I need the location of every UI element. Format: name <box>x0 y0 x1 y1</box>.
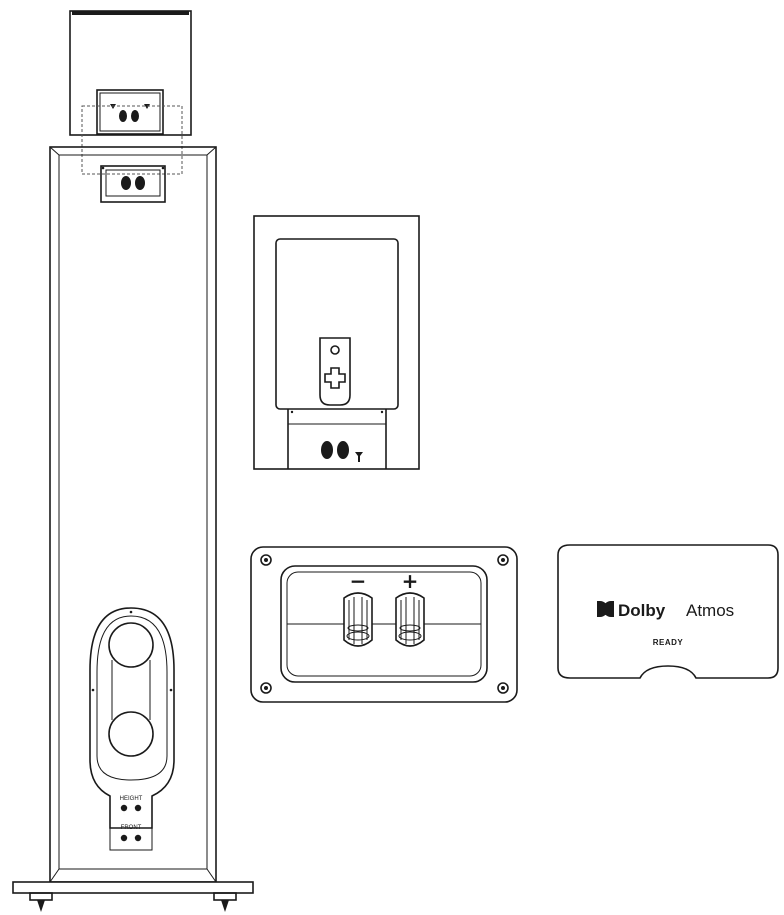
tower-top-terminal <box>100 165 166 203</box>
wall-mount-terminals <box>321 441 363 462</box>
wall-mount-detail <box>253 215 420 470</box>
plus-symbol: + <box>402 569 419 593</box>
minus-symbol: − <box>350 569 367 593</box>
corner-screws <box>260 554 509 694</box>
ready-status-text: READY <box>653 638 684 647</box>
dolby-brand-text: Dolby <box>618 601 666 620</box>
height-terminal-pair: HEIGHT <box>120 796 143 812</box>
height-module <box>69 10 192 175</box>
positive-binding-post <box>395 592 425 647</box>
keyhole-bracket <box>319 337 351 406</box>
dual-port-panel <box>89 607 175 829</box>
atmos-product-text: Atmos <box>686 601 734 620</box>
terminal-closeup: − + <box>250 546 518 703</box>
tower-speaker: HEIGHT FRONT <box>12 146 254 912</box>
dolby-double-d-icon <box>597 601 614 617</box>
mount-plus-icon <box>324 367 346 389</box>
alignment-guide-dashed <box>81 105 183 175</box>
height-label: HEIGHT <box>120 796 143 802</box>
dolby-atmos-badge: Dolby Atmos READY <box>557 544 779 679</box>
negative-binding-post <box>343 592 373 647</box>
tower-base <box>12 881 254 912</box>
